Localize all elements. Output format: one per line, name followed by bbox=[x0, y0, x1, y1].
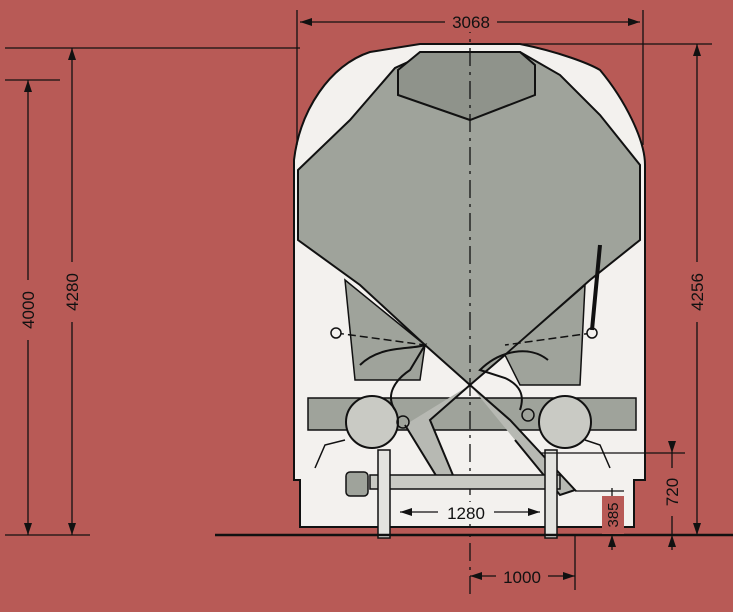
dim-axle-gap-label: 1280 bbox=[447, 504, 485, 523]
dim-right-arrow-top bbox=[693, 44, 701, 56]
left-door-hub bbox=[396, 415, 410, 429]
left-lever-pin bbox=[330, 327, 342, 339]
dim-right-label-bg bbox=[686, 262, 708, 322]
dim-axle-gap-arrow-right bbox=[528, 508, 540, 516]
dim-left-outer-arrow-top bbox=[68, 48, 76, 60]
dim-left-inner-label-bg bbox=[18, 280, 40, 340]
dim-gauge-arrow-left bbox=[470, 572, 482, 580]
hopper-right-lower bbox=[504, 283, 586, 386]
dim-left-inner-label: 4000 bbox=[19, 291, 38, 329]
dim-buffer-label-bg bbox=[662, 468, 684, 516]
dim-axle-gap-arrow-left bbox=[400, 508, 412, 516]
dim-left-outer-label: 4280 bbox=[63, 273, 82, 311]
dim-buffer-arrow-bottom bbox=[668, 535, 676, 547]
dim-width-arrow-right bbox=[628, 18, 640, 26]
left-lever-rod bbox=[335, 332, 426, 346]
axle-box bbox=[345, 471, 369, 497]
dim-width-label: 3068 bbox=[452, 13, 490, 32]
dim-left-inner-arrow-top bbox=[24, 80, 32, 92]
dim-gauge-label: 1000 bbox=[503, 568, 541, 587]
right-wheel bbox=[544, 449, 558, 539]
dim-left-outer-label-bg bbox=[62, 262, 84, 322]
dim-buffer-label: 720 bbox=[663, 478, 682, 506]
left-wheel bbox=[377, 449, 391, 539]
dim-width-arrow-left bbox=[300, 18, 312, 26]
dim-width-label-bg bbox=[445, 10, 497, 32]
dim-gauge-label-bg bbox=[496, 566, 548, 588]
dim-left-outer-arrow-bottom bbox=[68, 523, 76, 535]
right-pivot-wheel bbox=[538, 395, 592, 449]
right-door-hub bbox=[521, 408, 535, 422]
dim-right-arrow-bottom bbox=[693, 523, 701, 535]
left-spring-line bbox=[314, 439, 346, 469]
hand-lever bbox=[590, 244, 602, 331]
dim-buffer-arrow-top bbox=[668, 441, 676, 453]
dim-right-label: 4256 bbox=[688, 273, 707, 311]
hopper-left-lower bbox=[344, 278, 426, 381]
dim-gauge-arrow-right bbox=[563, 572, 575, 580]
dim-step-label-bg bbox=[602, 496, 624, 534]
hopper-dome bbox=[397, 51, 536, 122]
right-lever-rod bbox=[504, 332, 593, 346]
axle bbox=[369, 474, 561, 490]
dim-left-inner-arrow-bottom bbox=[24, 523, 32, 535]
right-door-crank bbox=[478, 350, 549, 411]
left-pivot-wheel bbox=[345, 395, 399, 449]
dim-step-label: 385 bbox=[605, 502, 622, 527]
dim-axle-gap-label-bg bbox=[438, 502, 494, 524]
right-spring-line bbox=[584, 439, 611, 469]
dim-step-arrow-bottom bbox=[608, 535, 616, 547]
